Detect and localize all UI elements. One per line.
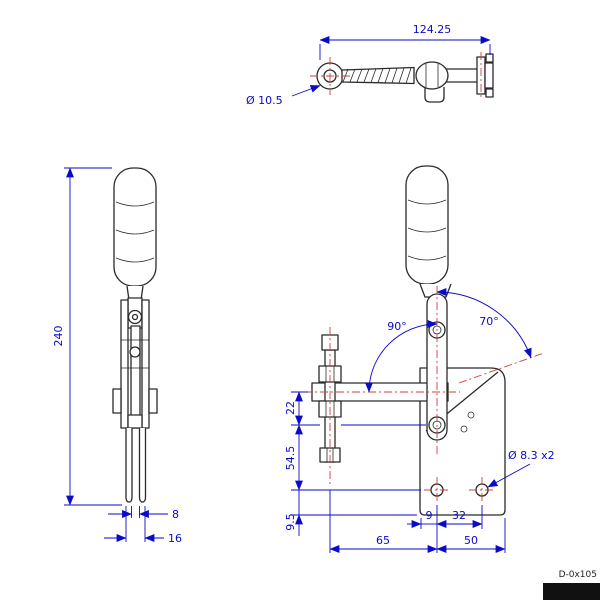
arm-prong-right bbox=[138, 428, 147, 503]
arm-knurl-hatch bbox=[342, 67, 412, 84]
angle-70-label: 70° bbox=[479, 315, 499, 328]
outer-plate-right bbox=[141, 299, 150, 429]
dim-length-label: 124.25 bbox=[413, 23, 452, 36]
grip-rib bbox=[115, 257, 155, 263]
pivot-block bbox=[127, 414, 143, 429]
rivet-dot bbox=[467, 411, 475, 419]
middle-link-bar bbox=[130, 325, 141, 429]
grip-rib bbox=[407, 227, 447, 233]
u-bracket bbox=[424, 87, 445, 103]
side-view: 240 8 16 bbox=[52, 167, 182, 545]
hole-diameter-label: Ø 8.3 x2 bbox=[508, 449, 555, 462]
dim-50-label: 50 bbox=[464, 534, 478, 547]
dim-prong-width-label: 16 bbox=[168, 532, 182, 545]
clevis-screw-top bbox=[485, 53, 494, 63]
grip-rib bbox=[407, 199, 447, 205]
arm-prong-left bbox=[125, 428, 133, 503]
front-view: 90° 70° 22 54.5 9.5 9 32 65 50 Ø 8.3 x2 bbox=[284, 165, 555, 553]
outer-plate-left bbox=[120, 299, 129, 429]
hole-crosshair-left bbox=[424, 477, 450, 503]
dim-prong-gap-label: 8 bbox=[172, 508, 179, 521]
handle-grip bbox=[405, 165, 449, 285]
dim-54-5-label: 54.5 bbox=[284, 446, 297, 471]
angle-90-label: 90° bbox=[387, 320, 407, 333]
dim-32-label: 32 bbox=[452, 509, 466, 522]
dim-22-label: 22 bbox=[284, 401, 297, 415]
dim-height-label: 240 bbox=[52, 326, 65, 347]
grip-rib bbox=[407, 255, 447, 261]
hole-crosshair-right bbox=[469, 477, 495, 503]
top-view: 124.25 Ø 10.5 bbox=[246, 23, 494, 107]
dim-65-label: 65 bbox=[376, 534, 390, 547]
footer-logo-bar bbox=[543, 583, 600, 600]
angle-arc-70 bbox=[436, 288, 532, 359]
diameter-label: Ø 10.5 bbox=[246, 94, 283, 107]
roller-body bbox=[415, 61, 449, 90]
side-tab-right bbox=[148, 388, 158, 414]
grip-rib bbox=[115, 201, 155, 207]
rivet-dot bbox=[460, 425, 468, 433]
clevis-block bbox=[484, 62, 494, 89]
clevis-screw-bottom bbox=[485, 88, 494, 98]
link-pin bbox=[129, 346, 141, 358]
leader-line bbox=[291, 85, 321, 97]
dim-9-5-label: 9.5 bbox=[284, 513, 297, 531]
angle-arc-90 bbox=[365, 320, 438, 393]
dim-9-label: 9 bbox=[426, 509, 433, 522]
pivot-pin-center bbox=[131, 313, 139, 321]
handle-grip bbox=[113, 167, 157, 287]
grip-rib bbox=[115, 229, 155, 235]
footer-partial-text: D-0x105 bbox=[558, 570, 597, 580]
side-tab-left bbox=[112, 388, 122, 414]
leader-line bbox=[487, 463, 531, 488]
